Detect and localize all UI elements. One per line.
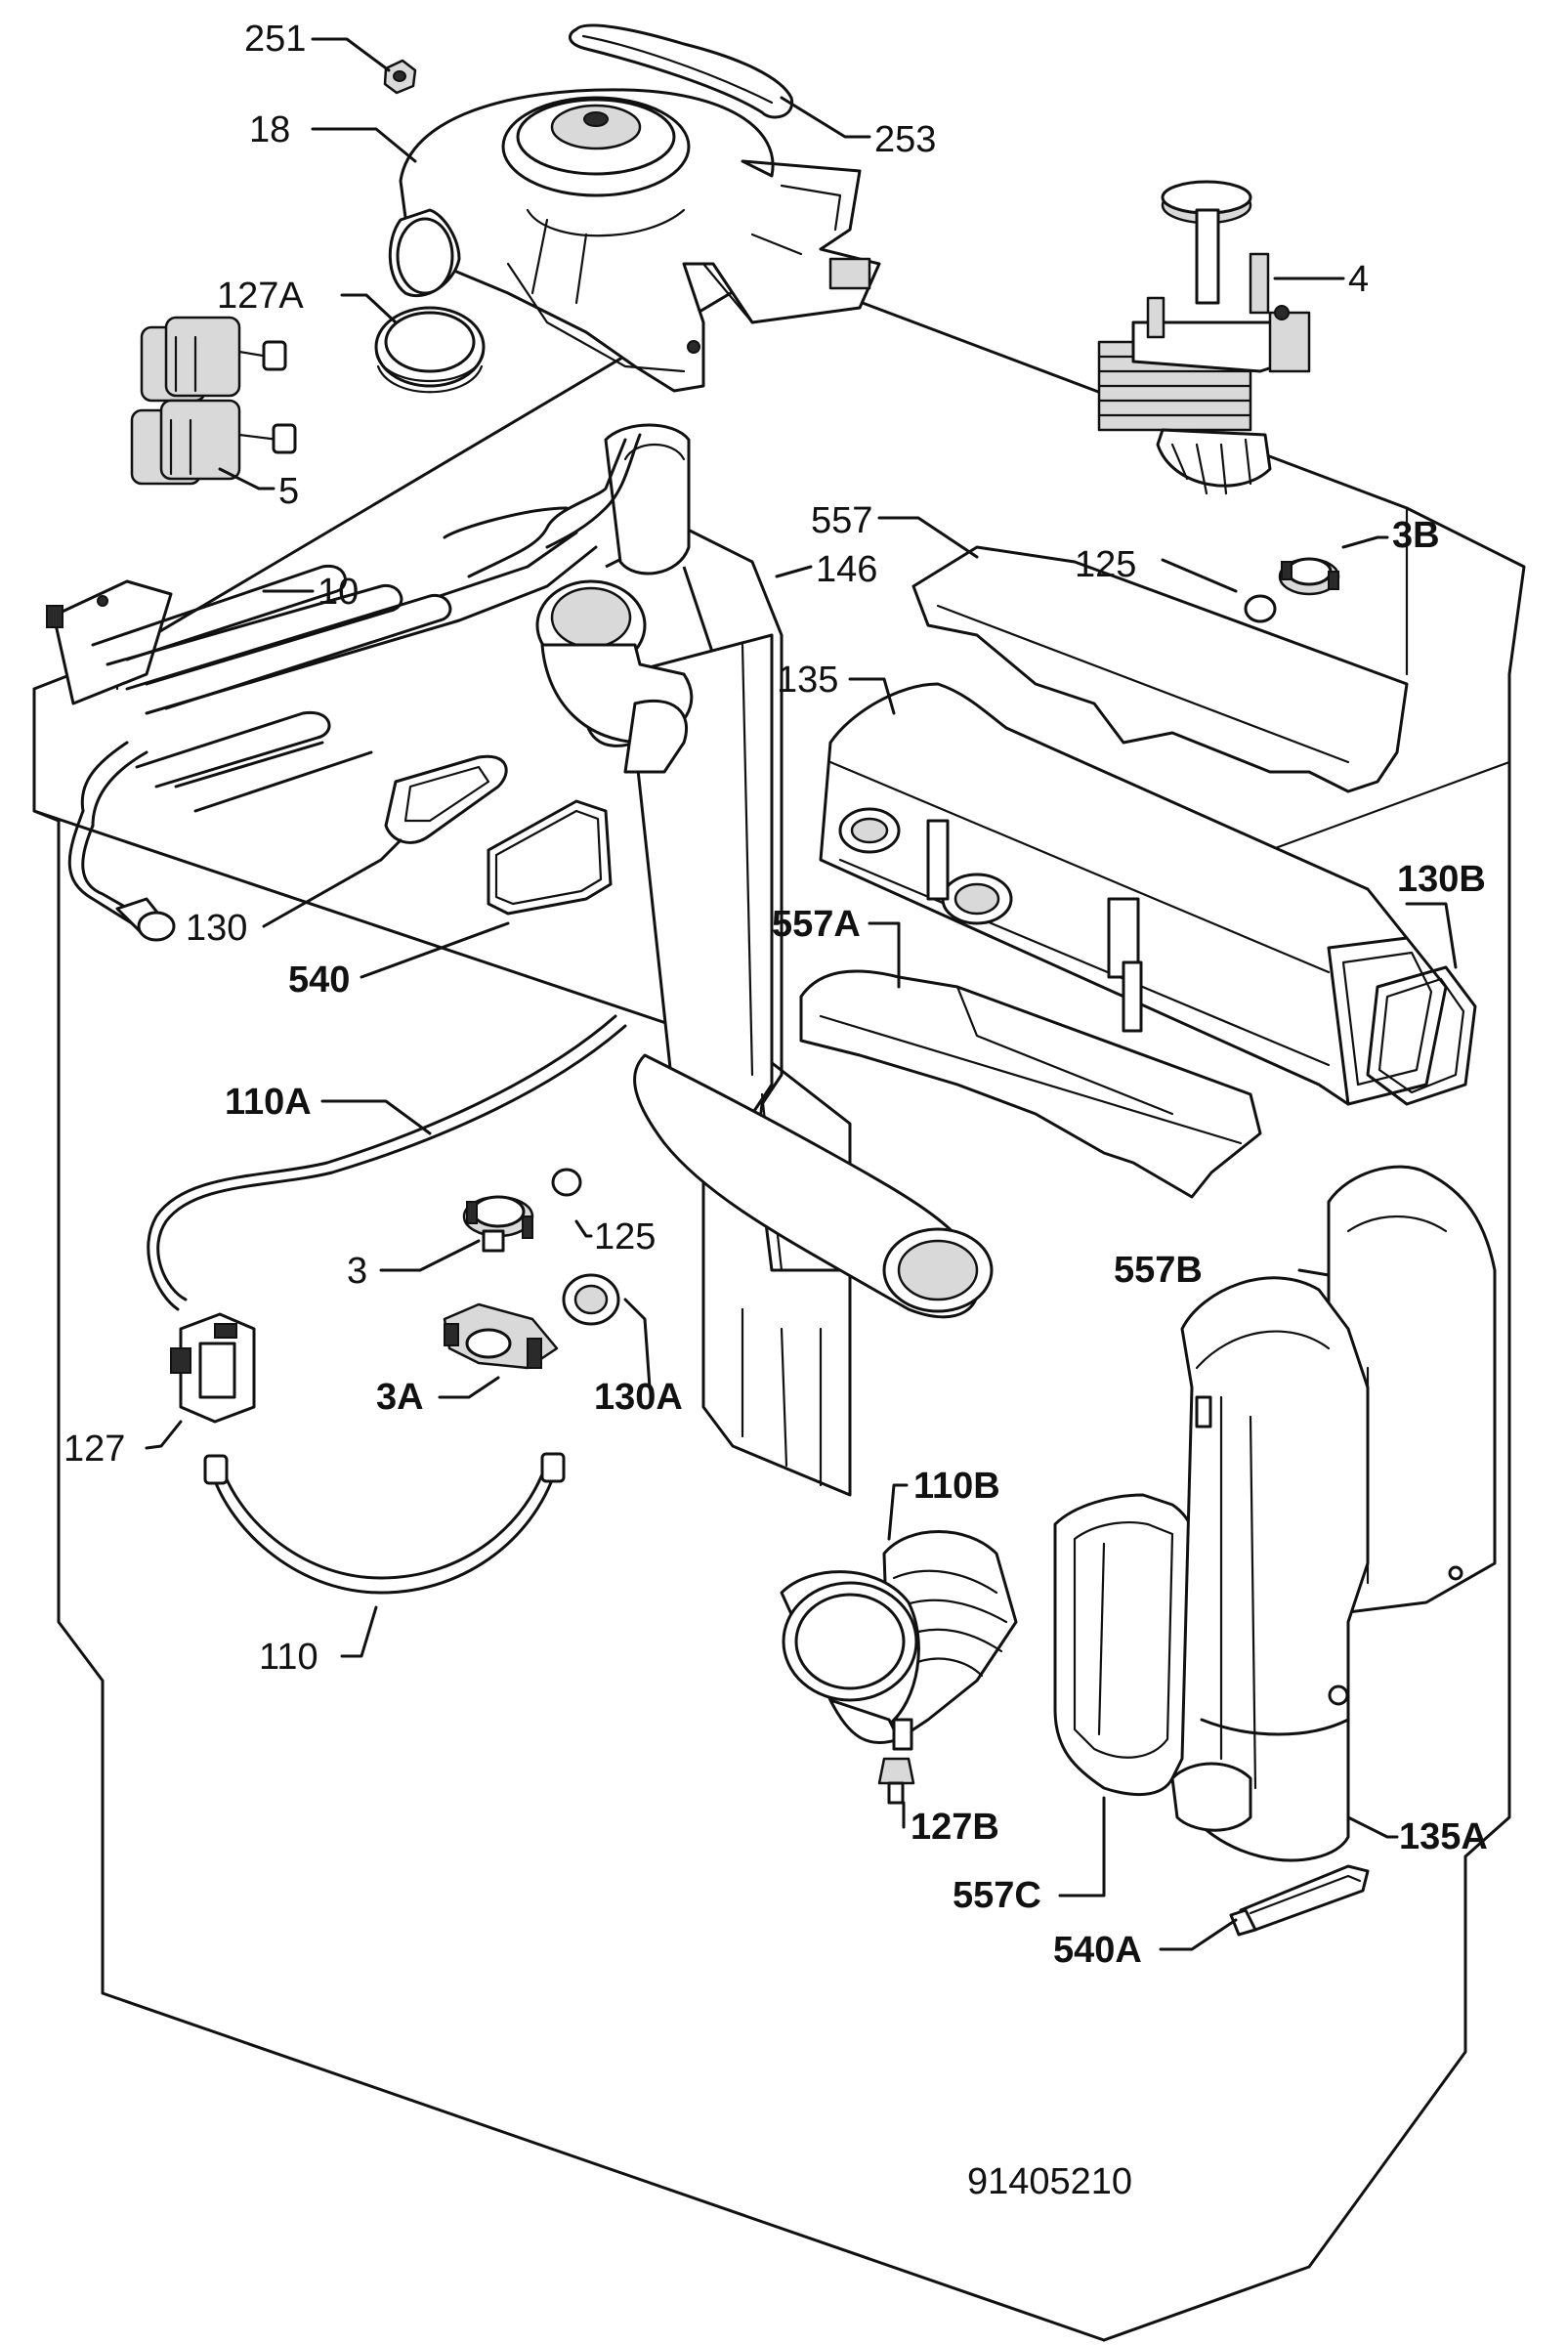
thermostat-3b	[1278, 557, 1340, 596]
solenoid-valve	[130, 316, 297, 486]
label-251: 251	[244, 19, 306, 60]
plenum-135	[819, 682, 1448, 1106]
label-130b: 130B	[1397, 859, 1486, 900]
cover-557	[911, 545, 1409, 793]
thermostat-3	[462, 1195, 534, 1253]
air-duct	[582, 526, 994, 1497]
label-557: 557	[811, 500, 872, 541]
grommet-130a	[562, 1273, 620, 1326]
label-253: 253	[874, 119, 936, 160]
duct-557b	[1170, 1165, 1497, 1862]
diagram-reference-number: 91405210	[967, 2161, 1132, 2202]
heater-gasket	[384, 754, 508, 844]
leader-lines	[145, 37, 1458, 1951]
label-5: 5	[278, 471, 299, 512]
label-127b: 127B	[911, 1807, 999, 1848]
label-125-top: 125	[1075, 544, 1136, 585]
panel-557c	[1053, 1493, 1200, 1797]
gasket-540	[487, 799, 613, 916]
label-125-mid: 125	[594, 1216, 656, 1258]
label-540a: 540A	[1053, 1930, 1142, 1971]
gasket-130b	[1366, 965, 1477, 1106]
label-557a: 557A	[772, 904, 861, 945]
nut	[383, 59, 417, 95]
part-labels: 251 18 253 127A 4 5 557 125 3B 146 10 13…	[64, 19, 1488, 2202]
plug-127b	[877, 1757, 915, 1805]
heating-element	[46, 531, 598, 942]
label-127: 127	[64, 1428, 125, 1470]
cover-557a	[799, 969, 1262, 1199]
label-135: 135	[777, 660, 838, 701]
label-3: 3	[347, 1251, 367, 1292]
sealing-ring	[374, 306, 486, 394]
blower-housing	[388, 88, 881, 393]
label-130a: 130A	[594, 1377, 683, 1418]
hose-110a	[147, 1014, 627, 1311]
label-110a: 110A	[225, 1082, 312, 1123]
gasket-540a	[1229, 1864, 1370, 1937]
thermostat-3a	[443, 1302, 559, 1370]
label-135a: 135A	[1399, 1816, 1488, 1857]
label-540: 540	[288, 959, 350, 1001]
label-4: 4	[1348, 259, 1369, 300]
label-110b: 110B	[913, 1466, 1000, 1507]
label-146: 146	[816, 549, 877, 590]
label-18: 18	[249, 109, 290, 150]
drive-belt	[569, 23, 794, 119]
hose-110	[203, 1452, 566, 1595]
label-3b: 3B	[1392, 515, 1440, 556]
hose-elbow	[443, 423, 694, 774]
label-557b: 557B	[1114, 1250, 1203, 1291]
label-130: 130	[186, 908, 247, 949]
switch-127	[170, 1312, 256, 1424]
o-ring-125	[551, 1168, 582, 1197]
label-127a: 127A	[217, 276, 304, 317]
fan-motor	[1097, 180, 1311, 495]
bellows-110b	[780, 1530, 1018, 1751]
label-10: 10	[318, 572, 359, 613]
label-3a: 3A	[376, 1377, 424, 1418]
label-557c: 557C	[953, 1875, 1041, 1916]
label-110: 110	[259, 1637, 318, 1678]
